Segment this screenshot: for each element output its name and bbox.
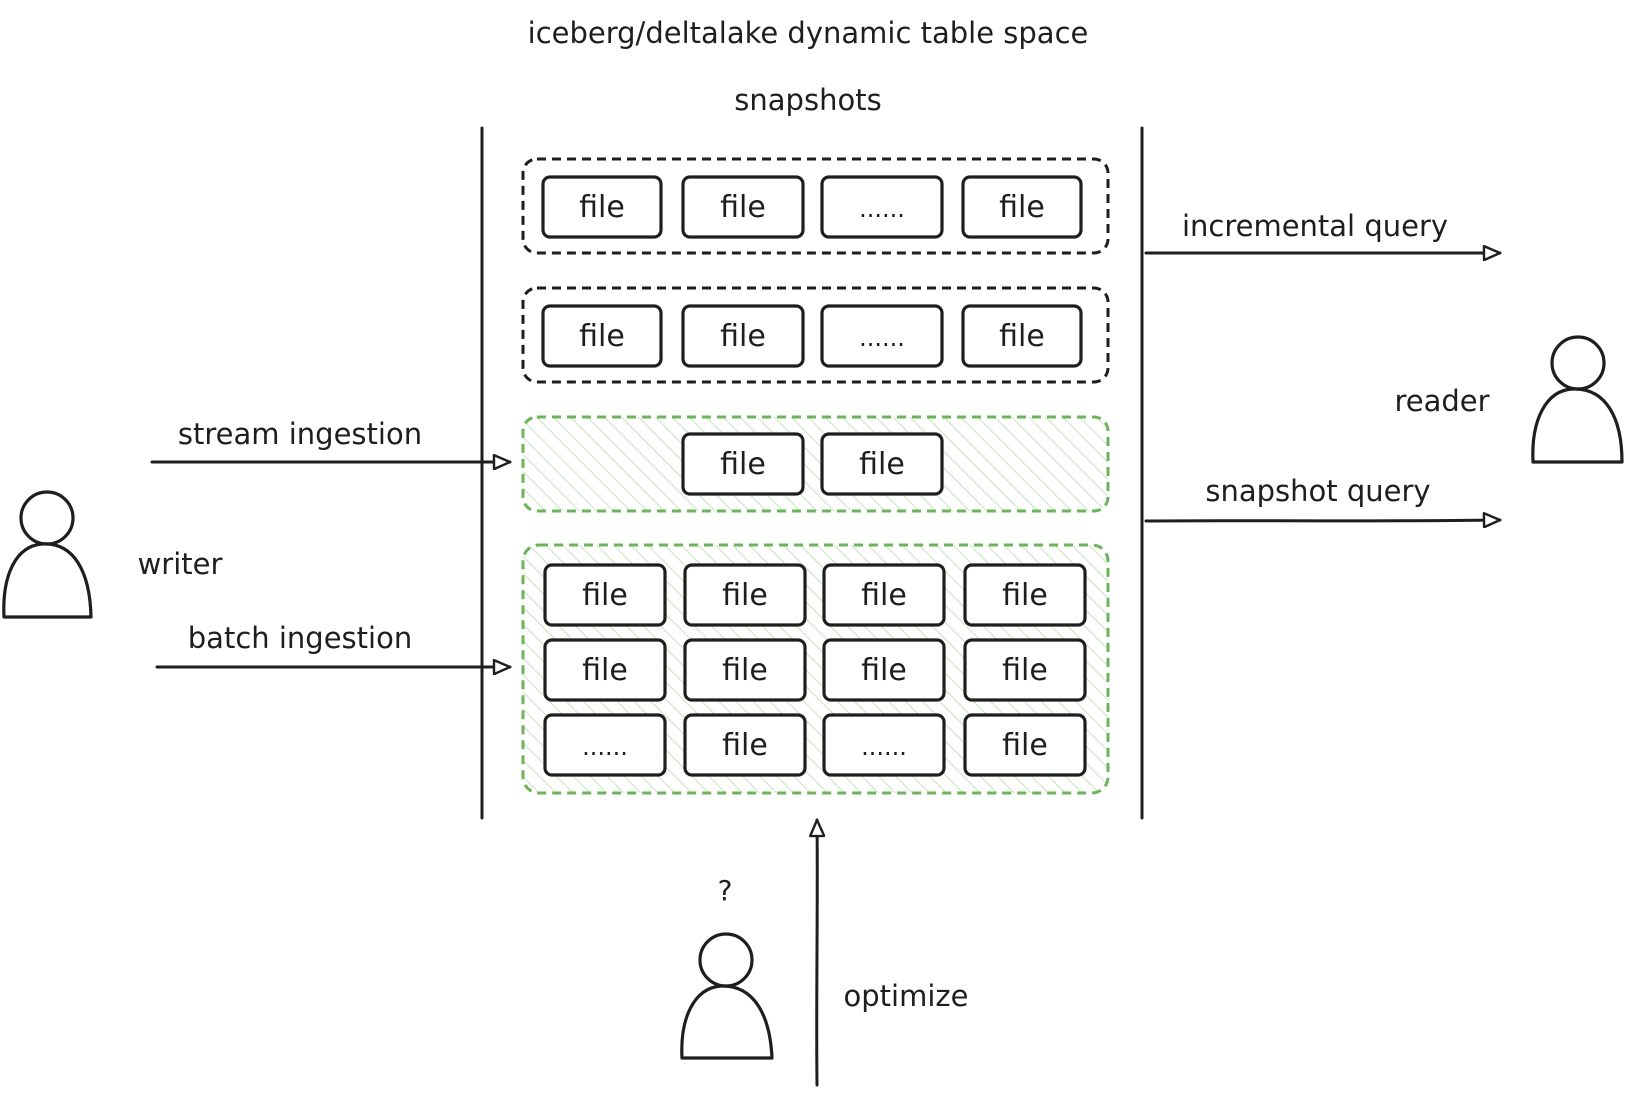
ellipsis-label: ...... [861, 733, 907, 761]
file-label: file [582, 653, 628, 688]
incremental-query-label: incremental query [1182, 209, 1448, 243]
file-label: file [722, 728, 768, 763]
file-box: file [543, 563, 667, 627]
ellipsis-box: ...... [820, 175, 944, 239]
reader-label: reader [1394, 384, 1489, 418]
table-space-right-boundary [1140, 126, 1144, 820]
diagram-title: iceberg/deltalake dynamic table space [528, 16, 1089, 50]
snapshot-query-label: snapshot query [1205, 474, 1430, 508]
file-label: file [722, 578, 768, 613]
snapshot-1: file file ...... file [521, 157, 1110, 255]
file-label: file [1002, 578, 1048, 613]
optimizer-person-icon [680, 932, 774, 1060]
ellipsis-box: ...... [543, 713, 667, 777]
file-box: file [681, 175, 805, 239]
optimize-arrow [817, 818, 818, 1087]
snapshot-4-batch: file file file file file file file file … [521, 543, 1110, 795]
file-label: file [861, 653, 907, 688]
file-label: file [1002, 728, 1048, 763]
file-box: file [683, 563, 807, 627]
file-box: file [681, 432, 805, 496]
file-box: file [543, 638, 667, 702]
file-label: file [999, 190, 1045, 225]
batch-ingestion-arrow [155, 667, 512, 668]
file-box: file [683, 638, 807, 702]
writer-person-icon [2, 490, 93, 619]
optimize-label: optimize [844, 979, 969, 1013]
file-box: file [963, 713, 1087, 777]
file-label: file [722, 653, 768, 688]
file-label: file [859, 447, 905, 482]
incremental-query-arrow [1144, 253, 1502, 254]
question-mark-label: ? [718, 874, 733, 907]
file-label: file [720, 190, 766, 225]
table-space-left-boundary [480, 126, 484, 820]
file-label: file [579, 190, 625, 225]
file-box: file [822, 563, 946, 627]
file-label: file [1002, 653, 1048, 688]
snapshot-3-stream: file file [521, 415, 1110, 513]
file-box: file [963, 638, 1087, 702]
file-box: file [961, 175, 1083, 239]
batch-ingestion-label: batch ingestion [188, 621, 412, 655]
file-box: file [681, 304, 805, 368]
stream-ingestion-label: stream ingestion [178, 417, 422, 451]
file-label: file [582, 578, 628, 613]
ellipsis-box: ...... [820, 304, 944, 368]
file-box: file [822, 638, 946, 702]
file-label: file [720, 447, 766, 482]
file-box: file [820, 432, 944, 496]
snapshot-query-arrow [1144, 520, 1502, 521]
file-box: file [541, 175, 663, 239]
file-box: file [961, 304, 1083, 368]
file-box: file [963, 563, 1087, 627]
snapshots-label: snapshots [734, 83, 881, 117]
reader-person-icon [1531, 335, 1624, 464]
file-label: file [861, 578, 907, 613]
stream-ingestion-arrow [150, 462, 512, 463]
file-box: file [683, 713, 807, 777]
ellipsis-box: ...... [822, 713, 946, 777]
ellipsis-label: ...... [859, 324, 905, 352]
file-label: file [999, 319, 1045, 354]
ellipsis-label: ...... [582, 733, 628, 761]
file-label: file [720, 319, 766, 354]
writer-label: writer [138, 547, 223, 581]
file-label: file [579, 319, 625, 354]
file-box: file [541, 304, 663, 368]
ellipsis-label: ...... [859, 195, 905, 223]
snapshot-2: file file ...... file [521, 286, 1110, 384]
